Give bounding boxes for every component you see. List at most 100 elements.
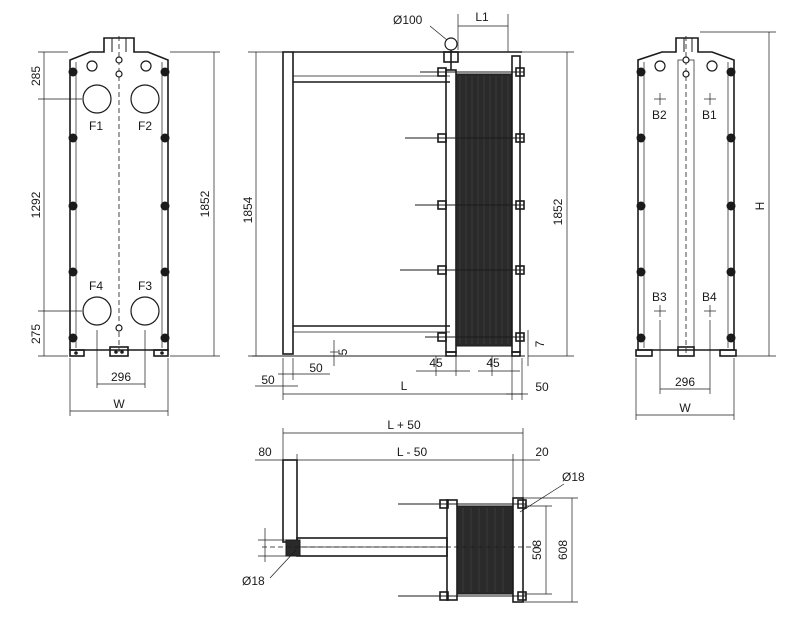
port-label-f2: F2 <box>138 119 152 133</box>
top-end-plate <box>512 497 524 603</box>
dim-296-back: 296 <box>675 375 695 389</box>
top-nut <box>439 499 449 509</box>
leader-dia-100 <box>429 25 448 41</box>
pressure-plate <box>445 69 457 353</box>
port-label-b2: B2 <box>652 108 667 122</box>
bolt-hole <box>636 333 646 343</box>
dim-dia-18-left: Ø18 <box>242 574 265 588</box>
bolt-hole <box>68 133 78 143</box>
plate-pack-lines <box>459 76 509 344</box>
dim-l-minus-50: L - 50 <box>397 445 428 459</box>
foot-hole <box>74 351 78 355</box>
front-top-hole <box>115 70 123 78</box>
bolt-hole <box>636 133 646 143</box>
top-column-base <box>285 539 301 557</box>
top-plate-pack <box>456 505 514 595</box>
dim-1852-side: 1852 <box>551 198 565 225</box>
port-markers <box>654 93 716 317</box>
foot-hole <box>114 350 118 354</box>
top-nut <box>517 499 527 509</box>
bolt-hole <box>68 67 78 77</box>
dim-20: 20 <box>535 445 549 459</box>
bolt-hole <box>160 201 170 211</box>
front-view: F1 F2 F4 F3 285 1292 275 1852 296 W <box>29 36 220 416</box>
bolt-hole <box>636 267 646 277</box>
dim-50-outer: 50 <box>261 373 275 387</box>
dim-dia-100: Ø100 <box>393 13 423 27</box>
dim-dia-18-right: Ø18 <box>562 470 585 484</box>
front-top-hole <box>140 60 152 72</box>
dim-80: 80 <box>258 445 272 459</box>
side-foot <box>445 351 457 357</box>
frame-column <box>282 51 294 355</box>
port-label-f3: F3 <box>138 279 152 293</box>
dim-1854: 1854 <box>241 196 255 223</box>
bolt-hole <box>636 67 646 77</box>
front-top-hole <box>86 60 98 72</box>
top-pack-lines <box>462 508 504 592</box>
back-foot <box>719 349 737 357</box>
back-bolt-holes <box>636 67 736 343</box>
top-pressure-plate <box>446 499 458 601</box>
top-view: L + 50 L - 50 80 20 Ø18 Ø18 508 608 <box>242 418 585 603</box>
bolt-hole <box>160 67 170 77</box>
bolt-hole <box>726 333 736 343</box>
port-f1 <box>82 84 112 114</box>
dim-h: H <box>753 202 767 211</box>
front-bolt-holes <box>68 67 170 343</box>
dim-l-plus-50: L + 50 <box>387 418 421 432</box>
bolt-hole <box>726 133 736 143</box>
dim-275: 275 <box>29 324 43 344</box>
dim-285: 285 <box>29 66 43 86</box>
tie-bolts <box>400 67 525 342</box>
port-f3 <box>130 296 160 326</box>
port-f2 <box>130 84 160 114</box>
top-nut <box>439 591 449 601</box>
dim-w-front: W <box>113 397 125 411</box>
port-label-b1: B1 <box>702 108 717 122</box>
back-top-hole <box>682 56 690 64</box>
dim-608: 608 <box>556 540 570 560</box>
front-bottom-hole <box>115 324 123 332</box>
back-top-hole <box>706 60 718 72</box>
dim-1852-front: 1852 <box>198 190 212 217</box>
back-view: B2 B1 B3 B4 H 296 W <box>635 31 776 420</box>
bolt-hole <box>726 201 736 211</box>
port-label-b4: B4 <box>702 290 717 304</box>
top-nut <box>517 591 527 601</box>
dim-5: 5 <box>336 348 350 355</box>
dim-l: L <box>401 379 408 393</box>
back-foot-center <box>677 346 695 357</box>
front-foot <box>69 349 85 357</box>
port-label-f1: F1 <box>89 119 103 133</box>
dim-45-right: 45 <box>486 356 500 370</box>
dim-l1: L1 <box>475 10 489 24</box>
front-top-hole <box>115 56 123 64</box>
top-frame-column <box>282 459 298 543</box>
foot-hole <box>160 351 164 355</box>
side-view: Ø100 L1 1854 1852 5 7 45 45 <box>241 10 574 400</box>
bolt-hole <box>160 267 170 277</box>
port-f4 <box>82 296 112 326</box>
bolt-hole <box>636 201 646 211</box>
dim-1292: 1292 <box>29 191 43 218</box>
bolt-hole <box>68 333 78 343</box>
port-label-b3: B3 <box>652 290 667 304</box>
dim-296-front: 296 <box>111 370 131 384</box>
front-foot <box>153 349 169 357</box>
leader-dia-18-left <box>269 549 297 579</box>
dim-w-back: W <box>679 401 691 415</box>
side-foot <box>511 351 521 357</box>
dim-50-right: 50 <box>535 380 549 394</box>
dim-45-left: 45 <box>429 356 443 370</box>
foot-hole <box>120 350 124 354</box>
bolt-hole <box>726 267 736 277</box>
back-foot <box>635 349 653 357</box>
bolt-hole <box>726 67 736 77</box>
bolt-hole <box>68 267 78 277</box>
dim-7: 7 <box>533 340 547 347</box>
port-label-f4: F4 <box>89 279 103 293</box>
front-foot-center <box>109 346 129 357</box>
dim-508: 508 <box>530 540 544 560</box>
